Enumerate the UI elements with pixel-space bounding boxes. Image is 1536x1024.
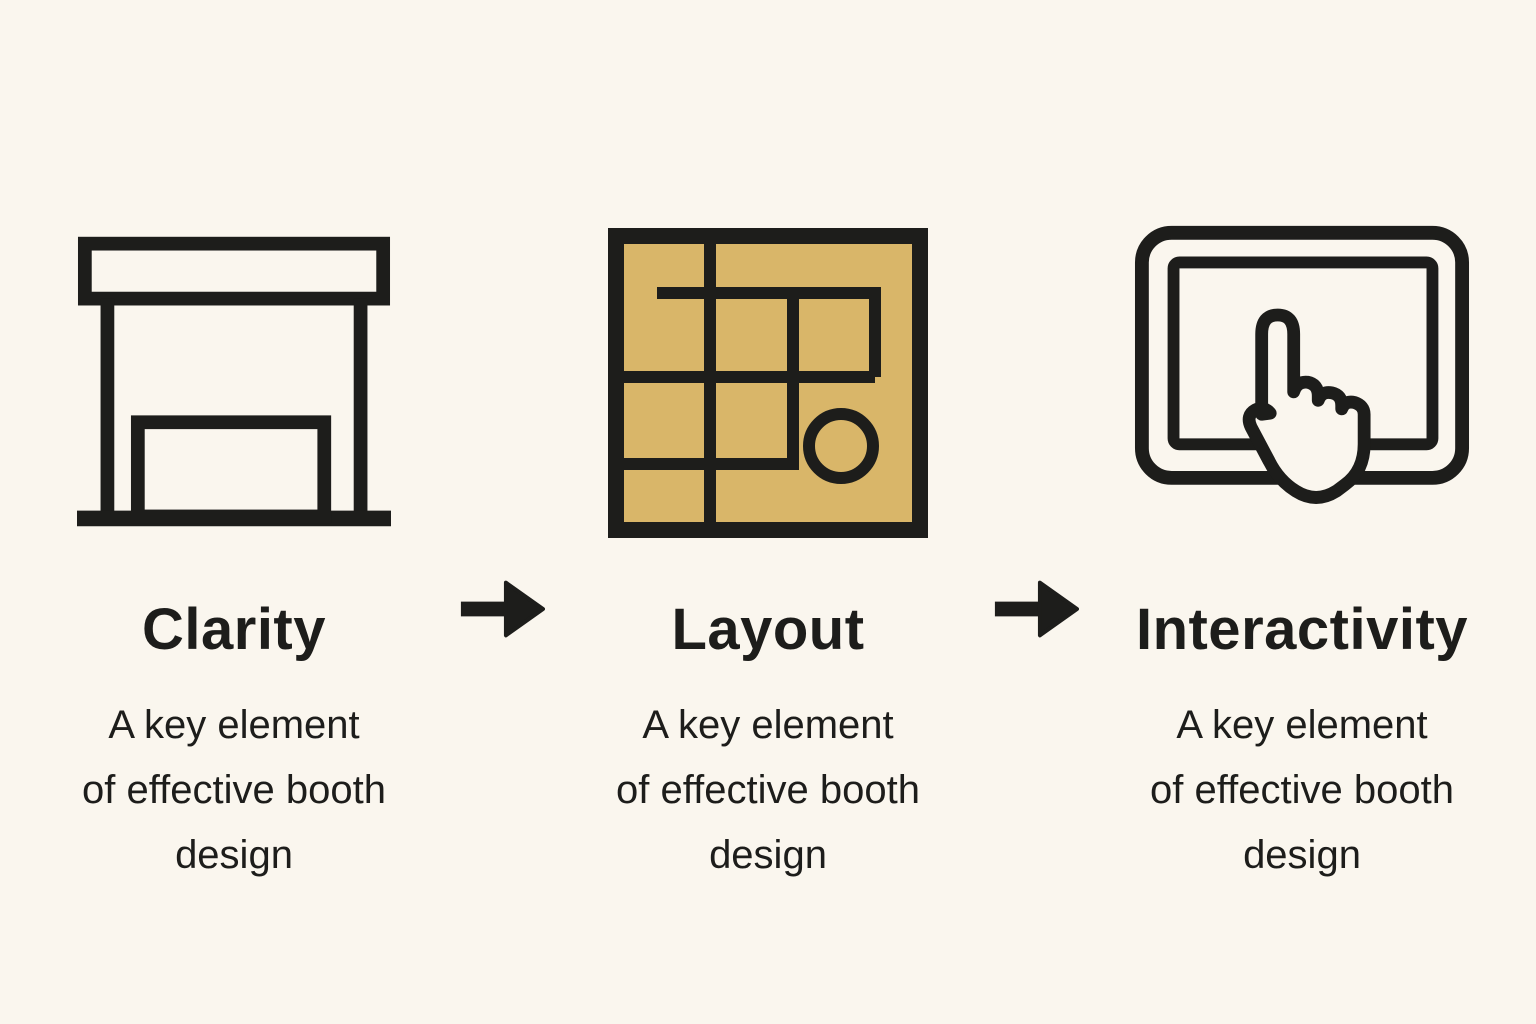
steps-row: Clarity A key element of effective booth… [13, 225, 1523, 887]
step-title: Clarity [141, 597, 326, 662]
floorplan-icon [607, 226, 929, 540]
step-layout: Layout A key element of effective booth … [547, 226, 989, 887]
arrow-icon [455, 574, 547, 644]
step-interactivity: Interactivity A key element of effective… [1081, 225, 1523, 887]
hand-pointer-shape [1242, 308, 1371, 504]
step-title: Layout [671, 597, 865, 662]
step-clarity: Clarity A key element of effective booth… [13, 226, 455, 887]
step-description: A key element of effective booth design [82, 703, 386, 877]
step-description: A key element of effective booth design [1150, 703, 1454, 877]
step-title: Interactivity [1135, 597, 1469, 662]
booth-icon [77, 226, 391, 540]
arrow-icon [989, 574, 1081, 644]
step-description: A key element of effective booth design [616, 703, 920, 877]
touchscreen-icon [1134, 225, 1470, 540]
